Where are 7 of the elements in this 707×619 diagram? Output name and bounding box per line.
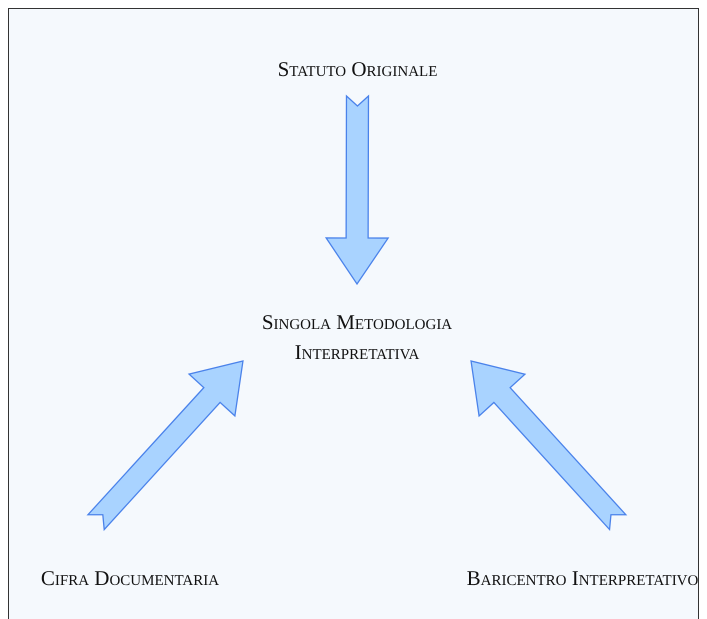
block-arrow <box>324 94 390 286</box>
node-label: Cifra Documentaria <box>40 564 220 592</box>
node-label: Singola Metodologia Interpretativa <box>260 308 454 366</box>
block-arrow <box>470 360 628 532</box>
node-label: Statuto Originale <box>278 56 438 83</box>
block-arrow <box>86 360 244 532</box>
node-label: Baricentro Interpretativo <box>466 564 698 592</box>
